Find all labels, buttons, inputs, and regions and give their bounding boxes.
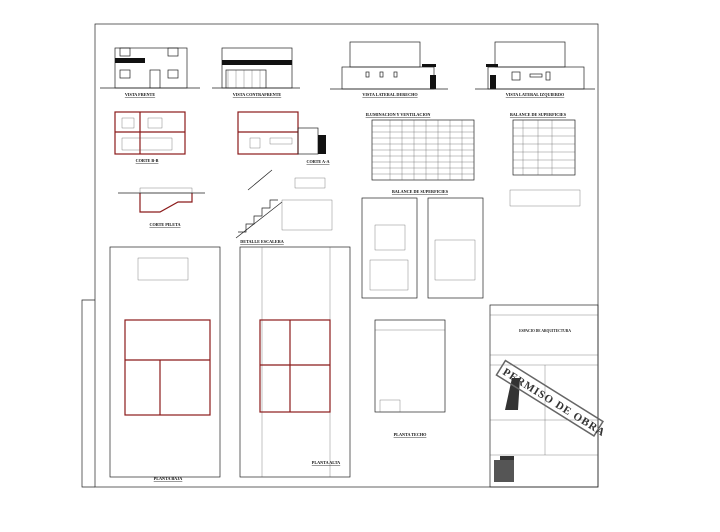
detail-stair: DETALLE ESCALERA: [235, 169, 333, 244]
title-block: ESPACIO DE ARQUITECTURA PERMISO DE OBRA: [489, 304, 608, 488]
label-planta-alta: PLANTA ALTA: [312, 460, 340, 465]
section-bb: CORTE B-B: [114, 111, 186, 163]
label-vista-lateral-derecho: VISTA LATERAL DERECHO: [362, 92, 418, 97]
balance-plans: BALANCE DE SUPERFICIES: [361, 189, 484, 299]
label-corte-aa: CORTE A-A: [306, 159, 329, 164]
permiso-stamp-frame: [495, 359, 604, 437]
label-corte-bb: CORTE B-B: [136, 158, 159, 163]
table-balance-superficies: BALANCE DE SUPERFICIES: [509, 112, 581, 207]
sheet-border: [94, 23, 599, 488]
label-detalle-escalera: DETALLE ESCALERA: [240, 239, 284, 244]
elevation-rear: VISTA CONTRAFRENTE: [212, 47, 300, 97]
elevation-left: VISTA LATERAL IZQUIERDO: [475, 41, 595, 97]
label-balance-mid: BALANCE DE SUPERFICIES: [392, 189, 449, 194]
elevation-right: VISTA LATERAL DERECHO: [330, 41, 448, 97]
sheet-margin-line: [81, 299, 95, 488]
label-vista-lateral-izquierdo: VISTA LATERAL IZQUIERDO: [506, 92, 565, 97]
label-iluminacion: ILUMINACION Y VENTILACION: [366, 112, 431, 117]
title-block-heading: ESPACIO DE ARQUITECTURA: [519, 329, 571, 333]
plan-planta-baja: PLANTA BAJA: [109, 246, 221, 481]
section-pool: CORTE PILETA: [118, 187, 205, 227]
label-planta-techo: PLANTA TECHO: [394, 432, 428, 437]
qr-code: [494, 460, 514, 482]
person-silhouette: [505, 378, 520, 410]
table-iluminacion-ventilacion: ILUMINACION Y VENTILACION: [366, 112, 475, 181]
plan-planta-alta: PLANTA ALTA: [239, 246, 351, 478]
label-vista-frente: VISTA FRENTE: [125, 92, 155, 97]
elevation-front: VISTA FRENTE: [100, 47, 200, 97]
label-planta-baja: PLANTA BAJA: [154, 476, 183, 481]
label-balance: BALANCE DE SUPERFICIES: [510, 112, 567, 117]
label-corte-pileta: CORTE PILETA: [149, 222, 180, 227]
plan-planta-techo: PLANTA TECHO: [374, 319, 446, 437]
logo: [500, 456, 514, 460]
label-vista-contrafrente: VISTA CONTRAFRENTE: [233, 92, 282, 97]
section-aa: CORTE A-A: [237, 111, 330, 164]
